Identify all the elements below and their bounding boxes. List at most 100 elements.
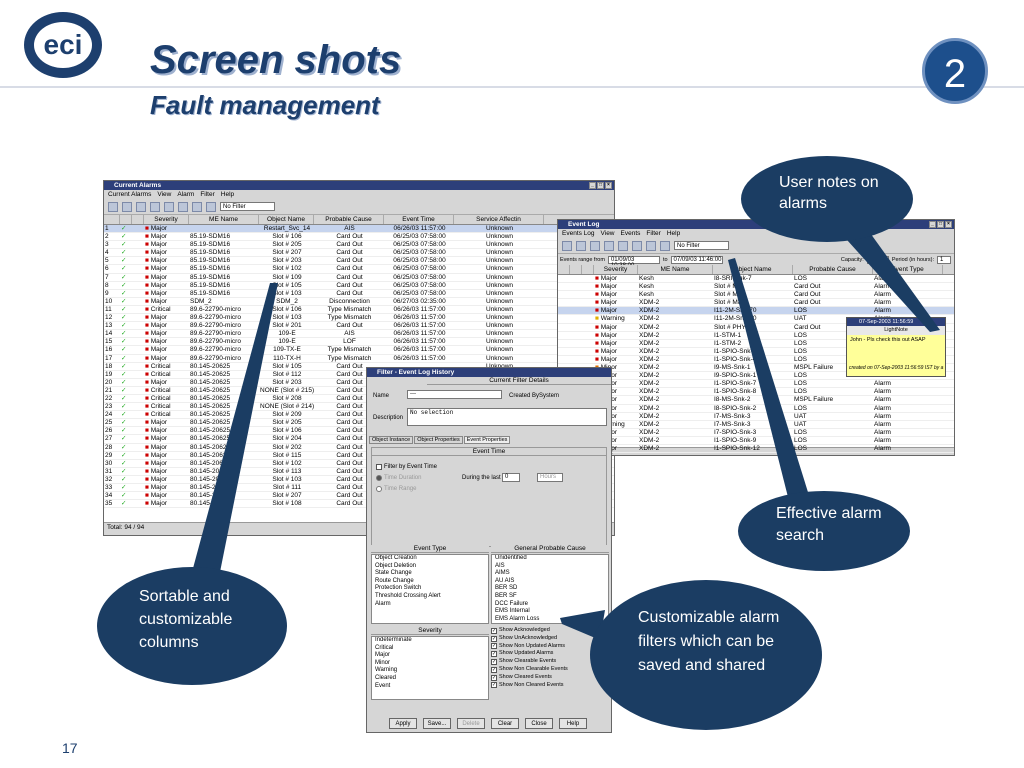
list-item[interactable]: Major	[375, 652, 391, 659]
list-item[interactable]: Unidentified	[495, 555, 527, 561]
dialog-button[interactable]: Save...	[423, 718, 451, 729]
menu-item[interactable]: Help	[220, 191, 235, 198]
acknowledge-icon[interactable]	[150, 201, 160, 212]
column-header[interactable]: Object Name	[713, 265, 793, 274]
list-item[interactable]: Object Creation	[375, 555, 417, 561]
filter-icon[interactable]	[206, 201, 216, 212]
checkbox-option[interactable]: ✓Show Acknowledged	[491, 627, 609, 635]
print-icon[interactable]	[136, 201, 146, 212]
checkbox-option[interactable]: ✓Show Non Updated Alarms	[491, 643, 609, 651]
header-cell[interactable]	[558, 265, 570, 274]
list-item[interactable]: Route Change	[375, 577, 414, 584]
dialog-button[interactable]: Apply	[389, 718, 417, 729]
list-item[interactable]: State Change	[375, 570, 412, 577]
maximize-icon[interactable]: □	[937, 221, 944, 228]
column-header[interactable]: ME Name	[189, 215, 259, 224]
list-item[interactable]: Critical	[375, 644, 394, 651]
menu-item[interactable]: View	[600, 230, 615, 237]
menu-item[interactable]: View	[157, 191, 172, 198]
list-item[interactable]: AU AIS	[495, 577, 515, 584]
menu-item[interactable]: Filter	[646, 230, 661, 237]
menu-item[interactable]: Filter	[200, 191, 215, 198]
menu-item[interactable]: Events	[620, 230, 641, 237]
column-header[interactable]: Event Type	[873, 265, 943, 274]
zoom-icon[interactable]	[192, 201, 202, 212]
menu-item[interactable]: Events Log	[562, 230, 595, 237]
ack-header-icon[interactable]	[570, 265, 582, 274]
print-icon[interactable]	[590, 240, 600, 251]
open-icon[interactable]	[562, 240, 572, 251]
list-item[interactable]: BER SF	[495, 592, 517, 599]
checkbox-checked-icon[interactable]: ✓	[491, 682, 497, 689]
eventlog-titlebar[interactable]: Event Log _□×	[558, 220, 954, 229]
menu-item[interactable]: Alarm	[177, 191, 195, 198]
minimize-icon[interactable]: _	[929, 221, 936, 228]
checkbox-option[interactable]: ✓Show Cleared Events	[491, 674, 609, 682]
checkbox-checked-icon[interactable]: ✓	[491, 659, 497, 666]
list-item[interactable]: AIS	[495, 562, 505, 569]
column-header[interactable]: Object Name	[259, 215, 314, 224]
checkbox-checked-icon[interactable]: ✓	[491, 674, 497, 681]
filter-dialog[interactable]: Filter - Event Log History Current Filte…	[366, 367, 612, 733]
checkbox-option[interactable]: ✓Show Clearable Events	[491, 658, 609, 666]
dialog-button[interactable]: Close	[525, 718, 553, 729]
header-cell[interactable]	[104, 215, 120, 224]
filter-dialog-titlebar[interactable]: Filter - Event Log History	[367, 368, 611, 377]
note-header-icon[interactable]	[132, 215, 144, 224]
range-to-field[interactable]: 07/09/03 11:46:00	[670, 255, 723, 264]
zoom-icon[interactable]	[646, 240, 656, 251]
delete-icon[interactable]	[618, 240, 628, 251]
checkbox-option[interactable]: ✓Show Non Cleared Events	[491, 682, 609, 690]
column-header[interactable]: Severity	[594, 265, 638, 274]
minimize-icon[interactable]: _	[589, 182, 596, 189]
filter-by-time[interactable]: Filter by Event Time	[376, 464, 437, 470]
list-item[interactable]: EMS Alarm Loss	[495, 615, 540, 622]
delete-icon[interactable]	[164, 201, 174, 212]
column-header[interactable]: Event Time	[384, 215, 454, 224]
list-item[interactable]: BER SD	[495, 585, 518, 592]
during-last-field[interactable]: 0	[502, 473, 520, 482]
checkbox-checked-icon[interactable]: ✓	[491, 635, 497, 642]
note-text[interactable]: John - Pls check this out ASAP	[850, 337, 926, 343]
column-header[interactable]: ME Name	[638, 265, 713, 274]
list-item[interactable]: Alarm	[375, 600, 391, 607]
list-item[interactable]: Cleared	[375, 674, 397, 681]
dialog-button[interactable]: Clear	[491, 718, 519, 729]
list-item[interactable]: AIMS	[495, 570, 510, 577]
menu-item[interactable]: Help	[666, 230, 681, 237]
report-icon[interactable]	[632, 240, 642, 251]
acknowledge-icon[interactable]	[604, 240, 614, 251]
checkbox-checked-icon[interactable]: ✓	[491, 666, 497, 673]
checkbox-checked-icon[interactable]: ✓	[491, 643, 497, 650]
report-icon[interactable]	[178, 201, 188, 212]
list-item[interactable]: Object Deletion	[375, 562, 417, 569]
alarms-titlebar[interactable]: Current Alarms _□×	[104, 181, 614, 190]
hours-select[interactable]: Hours	[537, 473, 563, 482]
checkbox-checked-icon[interactable]: ✓	[491, 651, 497, 658]
close-icon[interactable]: ×	[945, 221, 952, 228]
note-header-icon[interactable]	[582, 265, 594, 274]
list-item[interactable]: Warning	[375, 667, 398, 674]
filter-name-select[interactable]: ---	[407, 390, 502, 399]
list-item[interactable]: Indeterminate	[375, 637, 412, 643]
